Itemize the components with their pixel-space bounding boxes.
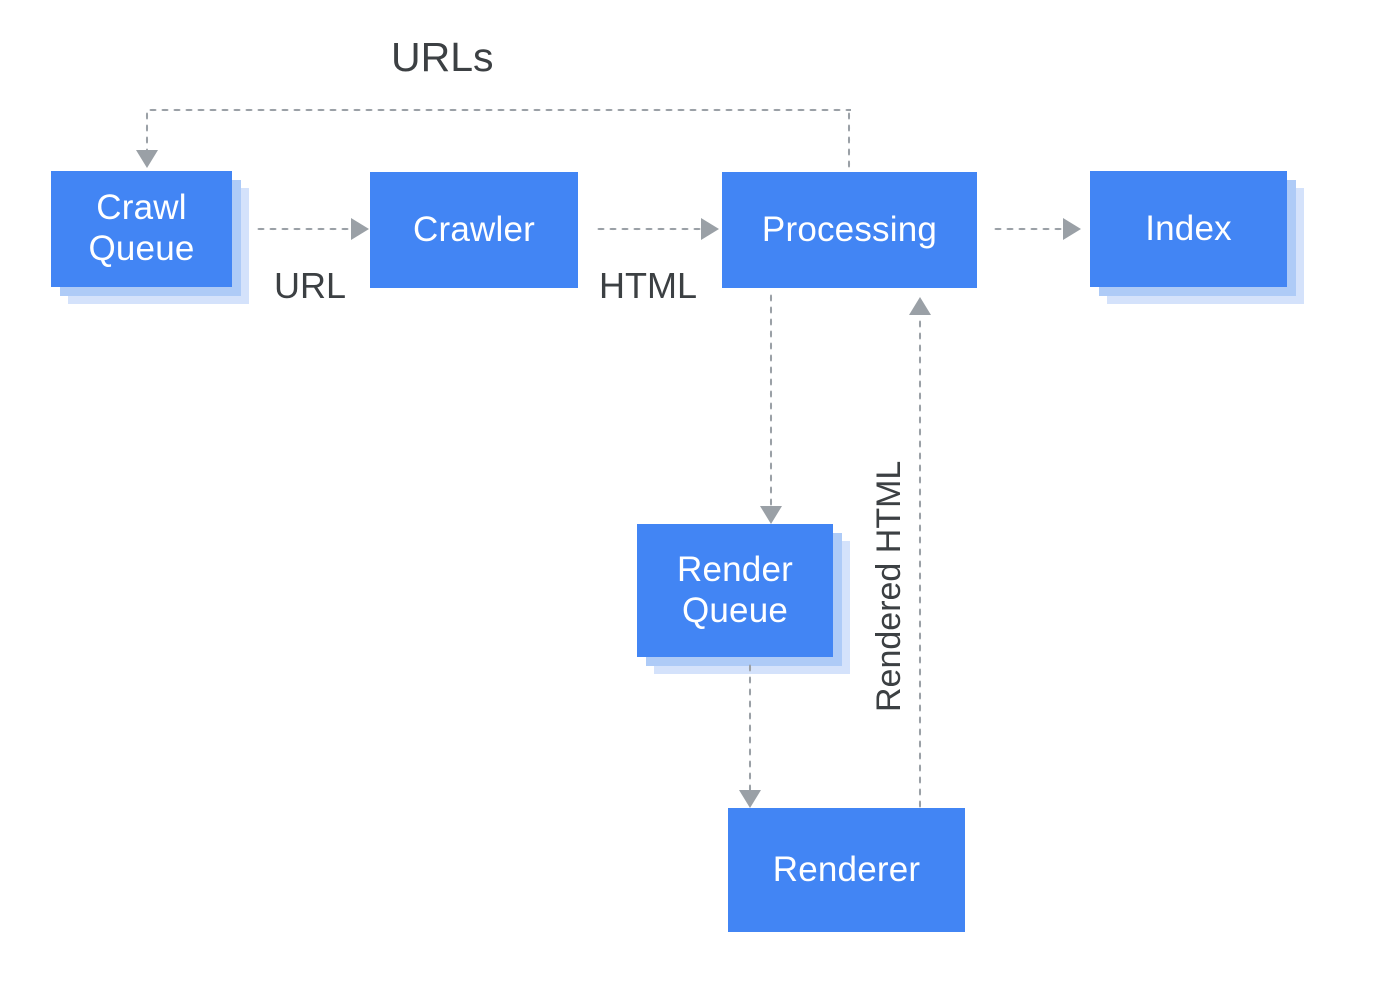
node-processing[interactable]: Processing: [722, 172, 977, 288]
arrowhead-urls-into-crawl-queue: [136, 150, 158, 168]
node-crawler[interactable]: Crawler: [370, 172, 578, 288]
node-crawl-queue-label: Crawl Queue: [88, 188, 195, 268]
arrowhead-rendered-html-into-processing: [909, 297, 931, 315]
node-render-queue-label: Render Queue: [677, 549, 793, 630]
node-crawl-queue[interactable]: Crawl Queue: [51, 171, 232, 287]
node-renderer-label: Renderer: [772, 849, 921, 889]
arrowhead-into-render-queue: [760, 506, 782, 524]
arrowhead-into-index: [1063, 218, 1081, 240]
connector-rendered-html: [918, 318, 922, 810]
node-index[interactable]: Index: [1090, 171, 1287, 287]
edge-label-urls: URLs: [391, 34, 494, 80]
edge-label-rendered-html: Rendered HTML: [870, 460, 908, 712]
connector-urls-span: [147, 108, 851, 112]
connector-url: [255, 227, 355, 231]
node-render-queue[interactable]: Render Queue: [637, 524, 833, 657]
connector-processing-to-index: [992, 227, 1067, 231]
arrowhead-html-into-processing: [701, 218, 719, 240]
node-index-label: Index: [1145, 208, 1232, 248]
node-processing-label: Processing: [761, 209, 938, 249]
connector-processing-to-render-queue: [769, 292, 773, 514]
connector-urls-descender: [145, 110, 149, 158]
connector-urls-riser: [847, 110, 851, 172]
arrowhead-url-into-crawler: [351, 218, 369, 240]
node-crawler-label: Crawler: [413, 209, 535, 249]
connector-html: [595, 227, 705, 231]
node-renderer[interactable]: Renderer: [728, 808, 965, 932]
arrowhead-into-renderer: [739, 790, 761, 808]
edge-label-url: URL: [274, 265, 347, 306]
edge-label-html: HTML: [599, 265, 697, 306]
connector-render-queue-to-renderer: [748, 662, 752, 800]
